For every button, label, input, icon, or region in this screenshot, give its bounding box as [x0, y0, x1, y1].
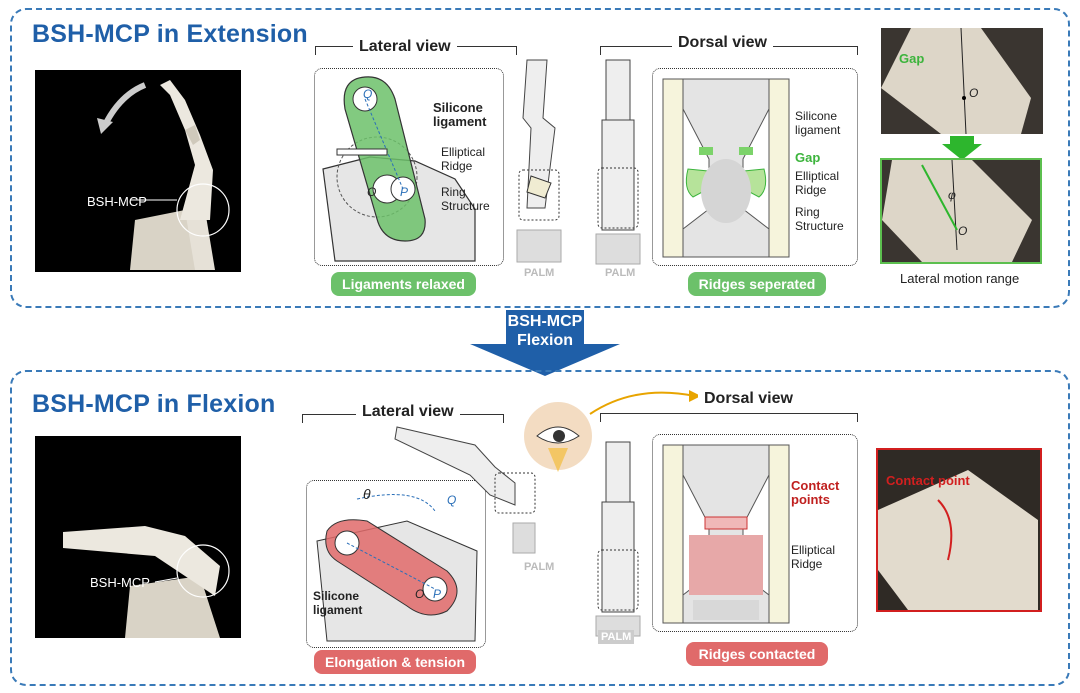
inset-o-label-bottom: O	[958, 224, 968, 238]
inset-gap-label: Gap	[899, 51, 925, 66]
extension-heading: BSH-MCP in Extension	[32, 20, 308, 48]
flexion-dorsal-detail: Contact points Elliptical Ridge	[652, 434, 858, 632]
extension-inset-top: Gap O	[881, 28, 1043, 134]
flexion-lateral-palm: PALM	[524, 561, 555, 573]
flexion-dorsal-bracket	[600, 413, 858, 422]
ext-label-ring-structure: Ring Structure	[441, 185, 490, 213]
ext-dorsal-gap: Gap	[795, 150, 821, 165]
flexion-arrow-label: BSH-MCP Flexion	[507, 313, 583, 349]
ext-dorsal-silicone-ligament: Silicone ligament	[795, 109, 841, 137]
extension-finger-image	[97, 80, 230, 270]
flexion-dorsal-title: Dorsal view	[698, 390, 799, 408]
extension-lateral-detail: Q O P Silicone ligament Elliptical Ridge…	[314, 68, 504, 266]
extension-dorsal-finger	[595, 59, 641, 265]
ext-label-o: O	[367, 185, 377, 199]
extension-lateral-title: Lateral view	[353, 38, 457, 56]
extension-lateral-finger	[516, 59, 562, 263]
extension-dorsal-palm: PALM	[605, 267, 636, 279]
flex-label-o: O	[415, 587, 425, 601]
flexion-lateral-title: Lateral view	[356, 403, 460, 421]
flex-dorsal-contact-points: Contact points	[791, 478, 840, 507]
view-arrow-icon	[589, 390, 701, 415]
ligaments-relaxed-badge: Ligaments relaxed	[331, 272, 476, 296]
flexion-arrow-icon	[470, 310, 620, 376]
extension-dorsal-title: Dorsal view	[672, 34, 773, 52]
extension-photo-label: BSH-MCP	[87, 194, 147, 209]
extension-photo: BSH-MCP	[35, 70, 241, 272]
ext-label-p: P	[400, 185, 409, 199]
flexion-lateral-finger	[394, 426, 536, 554]
flexion-photo-label: BSH-MCP	[90, 575, 150, 590]
ext-label-elliptical-ridge: Elliptical Ridge	[441, 145, 486, 173]
ext-label-q: Q	[363, 87, 373, 101]
inset-contact-point-label: Contact point	[886, 473, 970, 488]
extension-lateral-palm: PALM	[524, 267, 555, 279]
ext-dorsal-elliptical-ridge: Elliptical Ridge	[795, 169, 840, 197]
ridges-separated-badge: Ridges seperated	[688, 272, 826, 296]
inset-o-label-top: O	[969, 86, 979, 100]
extension-panel	[10, 8, 1070, 308]
extension-dorsal-detail: Silicone ligament Gap Elliptical Ridge R…	[652, 68, 858, 266]
ext-dorsal-ring-structure: Ring Structure	[795, 205, 844, 233]
down-arrow-icon	[942, 136, 982, 160]
flex-label-silicone-ligament: Silicone ligament	[313, 589, 363, 617]
ext-label-silicone-ligament: Silicone ligament	[433, 100, 487, 129]
flexion-dorsal-palm: PALM	[598, 630, 635, 644]
flex-dorsal-elliptical-ridge: Elliptical Ridge	[791, 543, 836, 571]
flex-label-p: P	[433, 587, 442, 601]
ridges-contacted-badge: Ridges contacted	[686, 642, 828, 666]
flex-label-q: Q	[447, 493, 457, 507]
extension-inset-bottom: φ O	[880, 158, 1042, 264]
flexion-finger-image	[63, 526, 230, 638]
flexion-heading: BSH-MCP in Flexion	[32, 390, 276, 418]
flex-label-theta: θ	[363, 486, 371, 502]
lateral-motion-caption: Lateral motion range	[900, 271, 1020, 286]
inset-phi-label: φ	[948, 188, 956, 202]
flexion-photo: BSH-MCP	[35, 436, 241, 638]
flexion-inset: Contact point	[876, 448, 1042, 612]
flexion-panel	[10, 370, 1070, 686]
eye-icon	[524, 402, 592, 472]
flexion-lateral-detail: θ Q O P Silicone ligament	[306, 480, 486, 648]
elongation-tension-badge: Elongation & tension	[314, 650, 476, 674]
flexion-dorsal-finger	[595, 441, 641, 637]
